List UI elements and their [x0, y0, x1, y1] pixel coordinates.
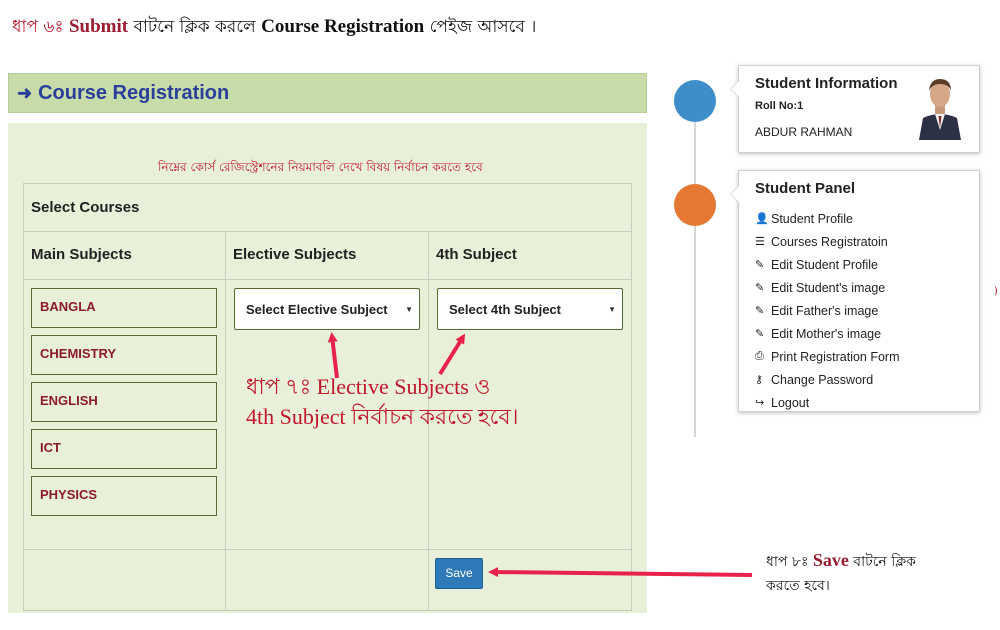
main-subjects-cell: BANGLA CHEMISTRY ENGLISH ICT PHYSICS — [23, 279, 226, 550]
student-avatar — [915, 74, 965, 140]
share-icon: ↪ — [755, 397, 765, 409]
student-panel-menu: 👤Student Profile ☰Courses Registratoin ✎… — [755, 207, 900, 414]
menu-edit-student-profile[interactable]: ✎Edit Student Profile — [755, 257, 879, 272]
step6-instruction: ধাপ ৬ঃ Submit বাটনে ক্লিক করলে Course Re… — [12, 16, 537, 37]
menu-courses-registration[interactable]: ☰Courses Registratoin — [755, 234, 888, 249]
step8-instruction: ধাপ ৮ঃ Save বাটনে ক্লিক করতে হবে। — [766, 550, 916, 594]
subject-bangla: BANGLA — [31, 288, 217, 328]
edit-icon: ✎ — [755, 305, 765, 317]
sign-in-icon: ➜ — [17, 82, 33, 103]
course-table: Select Courses Main Subjects Elective Su… — [23, 183, 632, 611]
select-courses-heading: Select Courses — [23, 183, 632, 232]
fourth-cell: Select 4th Subject ▼ — [428, 279, 632, 550]
menu-edit-mother-image[interactable]: ✎Edit Mother's image — [755, 326, 882, 341]
student-name: ABDUR RAHMAN — [755, 125, 853, 139]
edge-mark: ) — [994, 286, 998, 297]
subject-chemistry: CHEMISTRY — [31, 335, 217, 375]
caret-down-icon: ▼ — [608, 304, 616, 314]
timeline-dot-blue — [674, 80, 716, 122]
subject-ict: ICT — [31, 429, 217, 469]
elective-subject-select[interactable]: Select Elective Subject ▼ — [234, 288, 420, 330]
course-panel: নিম্নের কোর্স রেজিস্ট্রেশনের নিয়মাবলি দ… — [8, 123, 647, 613]
menu-student-profile[interactable]: 👤Student Profile — [755, 211, 853, 226]
edit-icon: ✎ — [755, 259, 765, 271]
fourth-subject-header: 4th Subject — [428, 231, 632, 280]
footer-empty-cell — [23, 549, 226, 611]
footer-save-cell: Save — [428, 549, 632, 611]
timeline-dot-orange — [674, 184, 716, 226]
print-icon: ⎙ — [755, 350, 764, 362]
menu-logout[interactable]: ↪Logout — [755, 395, 810, 410]
rules-note: নিম্নের কোর্স রেজিস্ট্রেশনের নিয়মাবলি দ… — [158, 160, 483, 174]
save-button[interactable]: Save — [435, 558, 483, 589]
footer-empty-cell — [225, 549, 429, 611]
menu-print-registration-form[interactable]: ⎙Print Registration Form — [755, 349, 900, 364]
edit-icon: ✎ — [755, 282, 765, 294]
course-registration-header: ➜ Course Registration — [8, 73, 647, 113]
main-subjects-header: Main Subjects — [23, 231, 226, 280]
student-panel-card: Student Panel 👤Student Profile ☰Courses … — [730, 170, 980, 414]
elective-cell: Select Elective Subject ▼ — [225, 279, 429, 550]
timeline-line — [694, 80, 696, 437]
key-icon: ⚷ — [755, 374, 764, 386]
database-icon: ☰ — [755, 236, 765, 248]
page-title: Course Registration — [38, 81, 230, 104]
student-panel-title: Student Panel — [755, 180, 856, 197]
menu-edit-father-image[interactable]: ✎Edit Father's image — [755, 303, 879, 318]
edit-icon: ✎ — [755, 328, 765, 340]
student-information-card: Student Information Roll No:1 ABDUR RAHM… — [730, 65, 980, 153]
subject-physics: PHYSICS — [31, 476, 217, 516]
subject-english: ENGLISH — [31, 382, 217, 422]
student-information-title: Student Information — [755, 75, 898, 92]
user-icon: 👤 — [755, 213, 769, 225]
caret-down-icon: ▼ — [405, 304, 413, 314]
step7-instruction: ধাপ ৭ঃ Elective Subjects ও 4th Subject ন… — [246, 374, 519, 429]
roll-number: Roll No:1 — [755, 100, 804, 112]
elective-subjects-header: Elective Subjects — [225, 231, 429, 280]
menu-edit-student-image[interactable]: ✎Edit Student's image — [755, 280, 886, 295]
menu-change-password[interactable]: ⚷Change Password — [755, 372, 874, 387]
fourth-subject-select[interactable]: Select 4th Subject ▼ — [437, 288, 623, 330]
